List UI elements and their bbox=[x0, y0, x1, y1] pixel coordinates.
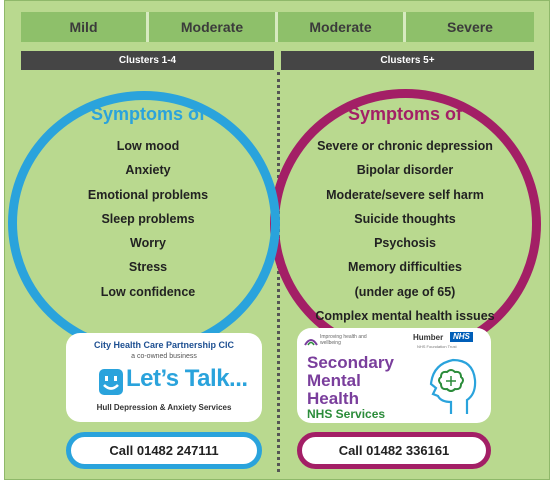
list-item: Stress bbox=[128, 260, 168, 275]
logo-org-name: City Health Care Partnership CIC bbox=[93, 340, 235, 350]
logo-line-health: Health bbox=[307, 389, 359, 408]
logo-line-secondary: Secondary bbox=[307, 353, 394, 372]
severity-moderate-right: Moderate bbox=[278, 12, 403, 42]
call-button-left[interactable]: Call 01482 247111 bbox=[66, 432, 262, 469]
smiley-icon bbox=[98, 368, 124, 396]
list-item: Suicide thoughts bbox=[354, 211, 456, 226]
list-item: (under age of 65) bbox=[354, 284, 456, 299]
call-button-right[interactable]: Call 01482 336161 bbox=[297, 432, 491, 469]
logo-org-small: Improving health and wellbeing bbox=[320, 334, 367, 346]
list-item: Severe or chronic depression bbox=[317, 139, 493, 153]
severity-severe: Severe bbox=[406, 12, 534, 42]
severity-moderate-left: Moderate bbox=[149, 12, 275, 42]
right-symptoms-title: Symptoms of bbox=[347, 104, 462, 124]
wellbeing-icon bbox=[304, 334, 318, 346]
list-item: Bipolar disorder bbox=[356, 163, 454, 178]
logo-brand-text: Let’s Talk... bbox=[126, 365, 248, 392]
severity-divider bbox=[275, 12, 278, 42]
list-item: Psychosis bbox=[374, 236, 436, 251]
list-item: Moderate/severe self harm bbox=[326, 187, 484, 202]
logo-trust-sub: NHS Foundation Trust bbox=[417, 344, 457, 349]
list-item: Complex mental health issues bbox=[315, 309, 495, 324]
logo-trust-name: Humber bbox=[413, 333, 444, 342]
severity-divider bbox=[403, 12, 406, 42]
head-profile-icon bbox=[421, 354, 481, 418]
left-symptoms-list: Low mood Anxiety Emotional problems Slee… bbox=[64, 134, 232, 304]
left-symptoms-title: Symptoms of bbox=[90, 104, 205, 124]
logo-line-nhs-services: NHS Services bbox=[307, 407, 386, 421]
cluster-label-right: Clusters 5+ bbox=[281, 51, 534, 70]
severity-divider bbox=[146, 12, 149, 42]
logo-line-mental: Mental bbox=[307, 371, 361, 390]
lets-talk-logo: City Health Care Partnership CIC a co-ow… bbox=[66, 333, 262, 422]
cluster-label-left: Clusters 1-4 bbox=[21, 51, 274, 70]
list-item: Anxiety bbox=[125, 163, 171, 178]
list-item: Memory difficulties bbox=[348, 260, 462, 275]
list-item: Low confidence bbox=[100, 284, 196, 299]
logo-subtitle: Hull Depression & Anxiety Services bbox=[96, 403, 232, 412]
right-symptoms-list: Severe or chronic depression Bipolar dis… bbox=[286, 134, 524, 328]
logo-tagline: a co-owned business bbox=[131, 353, 197, 360]
secondary-mental-health-logo: Improving health and wellbeing Humber NH… bbox=[297, 328, 491, 423]
list-item: Low mood bbox=[116, 139, 180, 153]
nhs-badge: NHS bbox=[450, 332, 473, 342]
list-item: Emotional problems bbox=[87, 187, 209, 202]
list-item: Sleep problems bbox=[101, 211, 195, 226]
list-item: Worry bbox=[130, 236, 166, 251]
severity-mild: Mild bbox=[21, 12, 146, 42]
